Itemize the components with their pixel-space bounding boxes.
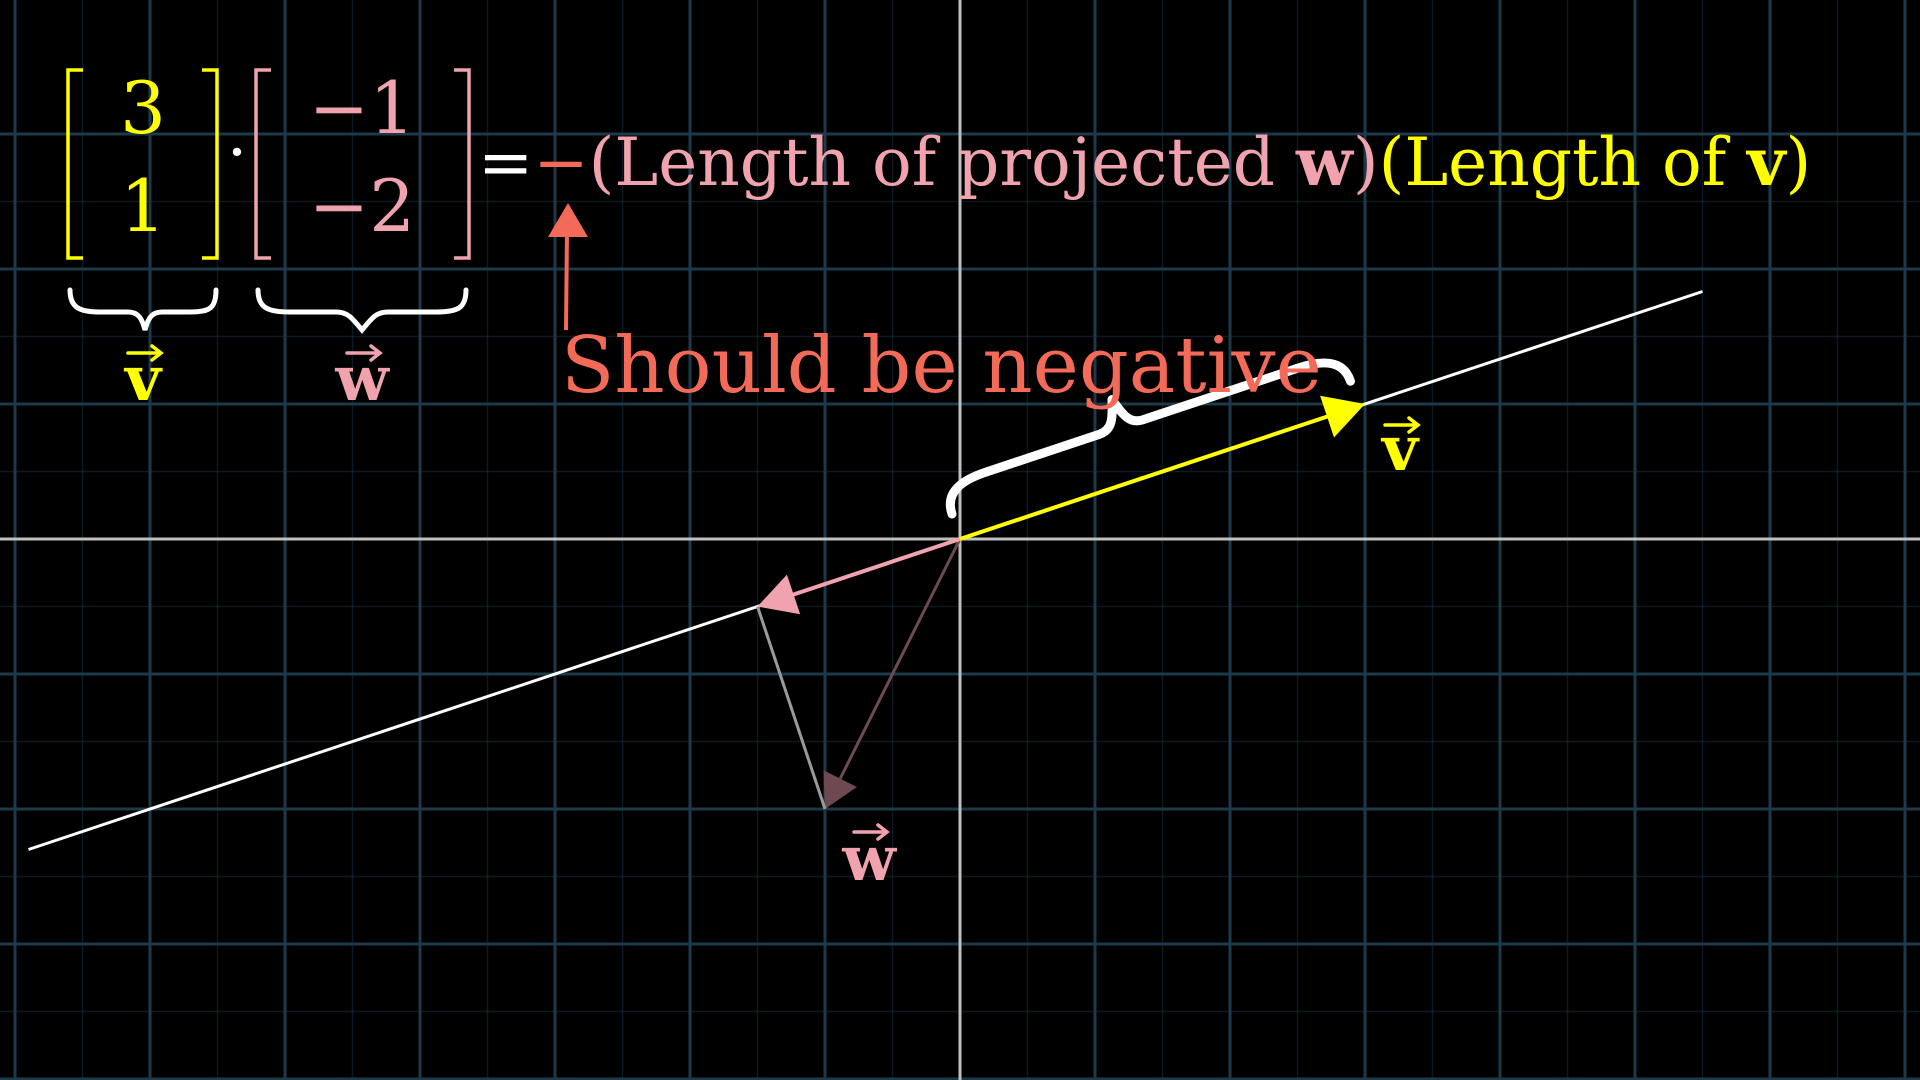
w-component-x: −1 (309, 66, 415, 150)
curly-brace-icon (67, 287, 219, 331)
v-column-vector: 3 1 (66, 66, 219, 260)
w-vector-arrowhead-icon (823, 770, 857, 809)
v-underbrace: v (67, 287, 219, 415)
w-component-y: −2 (309, 164, 415, 248)
dot-operator: · (227, 116, 247, 190)
left-bracket (254, 68, 271, 260)
v-vector-shaft (959, 414, 1328, 541)
right-arrow-accent-icon (126, 344, 164, 362)
projected-w-vector-shaft (792, 537, 961, 597)
right-bracket (454, 68, 471, 260)
v-vector-label: v (1380, 412, 1421, 485)
right-arrow-accent-icon (1383, 416, 1421, 434)
curly-brace-icon (255, 287, 469, 334)
v-component-x: 3 (120, 66, 166, 150)
left-bracket (66, 68, 83, 260)
v-component-y: 1 (120, 164, 166, 248)
up-arrow-icon (548, 203, 588, 237)
projection-drop-line (756, 606, 827, 810)
up-arrow-icon-shaft (564, 229, 569, 331)
right-arrow-accent-icon (852, 823, 890, 841)
v-vector-arrowhead-icon (1320, 395, 1365, 438)
projected-length-term-open: (Length of projected (589, 124, 1296, 201)
w-vector-label-text: w (841, 822, 897, 895)
v-length-term-close: ) (1785, 124, 1811, 201)
projected-w-arrowhead-icon (757, 574, 801, 615)
w-underbrace: w (255, 287, 469, 415)
right-arrow-accent-icon (345, 344, 383, 362)
v-length-symbol: v (1745, 123, 1787, 201)
w-vector-shaft (838, 538, 962, 780)
v-length-term-open: (Length of (1379, 124, 1748, 201)
w-vector-label: w (841, 822, 897, 895)
negative-sign-annotation: Should be negative (548, 203, 1322, 411)
curly-brace-icon (945, 358, 1355, 519)
equation-rhs: =−(Length of projected w)(Length of v) (478, 123, 1811, 201)
w-column-vector: −1 −2 (254, 66, 471, 260)
equals-sign: = (478, 124, 533, 201)
projected-length-term-close: ) (1353, 124, 1379, 201)
annotation-text: Should be negative (561, 321, 1322, 411)
right-bracket (202, 68, 219, 260)
projected-w-symbol: w (1295, 123, 1355, 201)
negative-sign: − (533, 124, 588, 201)
